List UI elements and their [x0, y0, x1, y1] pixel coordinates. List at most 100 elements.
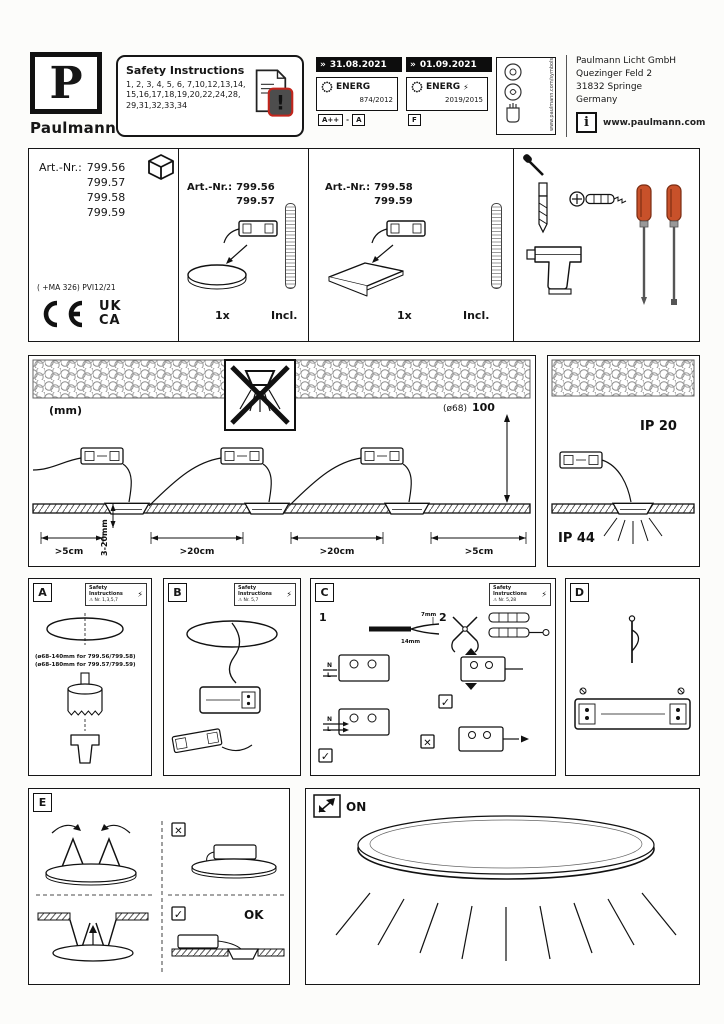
cross-glyph: ✕ — [423, 738, 431, 749]
driver-illustration — [574, 687, 691, 730]
lightning-icon: ⚡ — [286, 589, 292, 599]
brand-name: Paulmann — [30, 119, 117, 137]
wiring — [601, 459, 632, 503]
wiring — [32, 457, 412, 507]
light-rays — [335, 892, 677, 961]
square-panel-illustration — [328, 220, 426, 297]
step-c-label: C — [315, 583, 334, 602]
hole-dim-value: 100 — [472, 401, 495, 414]
terminal-clamp — [460, 648, 523, 690]
correct-driver-position: ✓ OK — [171, 906, 285, 960]
depth-label: 3-20mm — [100, 519, 109, 556]
document-warning-icon: ! — [255, 69, 294, 117]
wire-strip-diagram: 7mm 14mm — [369, 612, 440, 645]
step-a-panel: A Safety Instructions ⚠ Nr. 1,3,5,7 ⚡ (ø… — [28, 578, 152, 776]
terminal-n-label: N — [327, 662, 332, 669]
step-b-safety-note: Safety Instructions ⚠ Nr. 5,7 ⚡ — [234, 583, 296, 606]
step-d-label: D — [570, 583, 589, 602]
safety-numbers-line: 29,31,32,33,34 — [126, 100, 188, 110]
recessed-light — [243, 502, 291, 515]
article-number: 799.58 — [86, 190, 126, 204]
led-driver — [220, 447, 264, 465]
article-number: 799.56 — [86, 161, 126, 174]
flex-tube-icon — [285, 203, 296, 289]
wiring — [221, 744, 253, 752]
article-number: 799.58 — [374, 182, 413, 193]
led-driver — [559, 451, 603, 469]
wall-plug-icons — [488, 612, 550, 638]
article-number: 799.57 — [236, 195, 275, 207]
flex-tube-icon — [491, 203, 502, 289]
info-icon: i — [576, 112, 597, 133]
safety-title: Safety Instructions — [126, 64, 245, 77]
eu-stars-icon — [321, 81, 333, 93]
article-prefix: Art.-Nr.: — [325, 182, 371, 193]
lightning-icon: ⚡ — [541, 589, 547, 599]
date-text: 31.08.2021 — [329, 59, 387, 70]
manufacturer-address: Paulmann Licht GmbH Quezinger Feld 2 318… — [576, 55, 676, 107]
included-label: Incl. — [271, 309, 298, 322]
dimension-mid2: >20cm — [290, 532, 384, 557]
energy-name: ENERG — [336, 82, 371, 92]
step-d-panel: D — [565, 578, 700, 776]
step-b-label: B — [168, 583, 187, 602]
safety-numbers-line: 1, 2, 3, 4, 5, 6, 7,10,12,13,14, — [126, 80, 246, 89]
date-text: 01.09.2021 — [419, 59, 477, 70]
screwdriver-icon — [523, 154, 544, 176]
symbols-icons — [504, 63, 522, 123]
safety-note-numbers: Nr. 5,28 — [498, 597, 517, 603]
quantity-square: 1x — [397, 309, 412, 322]
energy-name: ENERG — [426, 82, 461, 92]
ip20-label: IP 20 — [640, 419, 677, 434]
on-label: ON — [346, 800, 366, 814]
step-c-safety-note: Safety Instructions ⚠ Nr. 5,28 ⚡ — [489, 583, 551, 606]
article-prefix: Art.-Nr.: — [39, 161, 82, 174]
article-number: 799.57 — [86, 175, 126, 189]
safety-note-numbers: Nr. 1,3,5,7 — [94, 597, 118, 603]
dimension-mid1: >20cm — [150, 532, 244, 557]
warning-icon: ⚠ — [89, 597, 94, 603]
ip-rating-box: IP 20 IP 44 — [547, 355, 700, 567]
drill-icon — [526, 246, 582, 295]
step-b-illustration — [171, 620, 278, 754]
included-label: Incl. — [463, 309, 490, 322]
dimension-left: >5cm — [40, 532, 104, 557]
round-article-label: Art.-Nr.: 799.56 799.57 — [187, 181, 275, 208]
paulmann-logo: P Paulmann — [30, 52, 116, 137]
energy-regulation: 874/2012 — [359, 96, 393, 104]
chevron-icon: » — [410, 59, 416, 70]
energy-regulation: 2019/2015 — [445, 96, 483, 104]
terminal-n-label: N — [327, 716, 332, 723]
safety-note-numbers: Nr. 5,7 — [243, 597, 259, 603]
step-a-label: A — [33, 583, 52, 602]
unit-label: (mm) — [49, 404, 82, 417]
date-badge-elabel: » 01.09.2021 — [406, 57, 492, 72]
recessed-light — [383, 502, 431, 515]
hole-saw-icon — [67, 672, 103, 764]
symbols-legend-box: www.paulmann.com/symbols — [496, 57, 556, 135]
ukca-line: CA — [99, 312, 121, 328]
terminal-pull-test — [458, 726, 529, 752]
ip44-label: IP 44 — [558, 531, 595, 546]
energy-class-dash: - — [346, 116, 350, 124]
cross-icon: ✕ — [420, 734, 435, 749]
package-contents-section: Art.-Nr.: 799.56 799.57 799.58 799.59 ( … — [28, 148, 700, 342]
insulation-layer — [551, 359, 695, 397]
warning-icon: ⚠ — [493, 597, 498, 603]
safety-numbers: 1, 2, 3, 4, 5, 6, 7,10,12,13,14, 15,16,1… — [126, 80, 248, 111]
driver-with-terminal — [199, 686, 261, 714]
led-driver — [360, 447, 404, 465]
depth-dimension: 3-20mm — [100, 504, 116, 556]
step-a-illustration: (ø68-140mm for 799.56/799.58) (ø68-180mm… — [35, 613, 136, 764]
round-panel-illustration — [187, 220, 278, 290]
step-e-illustration: ✕ ✓ OK — [36, 821, 285, 975]
divider — [308, 149, 309, 341]
dimension-label: >20cm — [320, 547, 355, 557]
dimension-label: >5cm — [55, 547, 84, 557]
website-url: www.paulmann.com — [603, 118, 706, 128]
package-icon — [148, 154, 174, 180]
mounting-diagram: (mm) (ø68) 100 — [28, 355, 536, 567]
divider — [513, 149, 514, 341]
ukca-mark: UK CA — [99, 300, 122, 327]
dimension-label: >5cm — [465, 547, 494, 557]
